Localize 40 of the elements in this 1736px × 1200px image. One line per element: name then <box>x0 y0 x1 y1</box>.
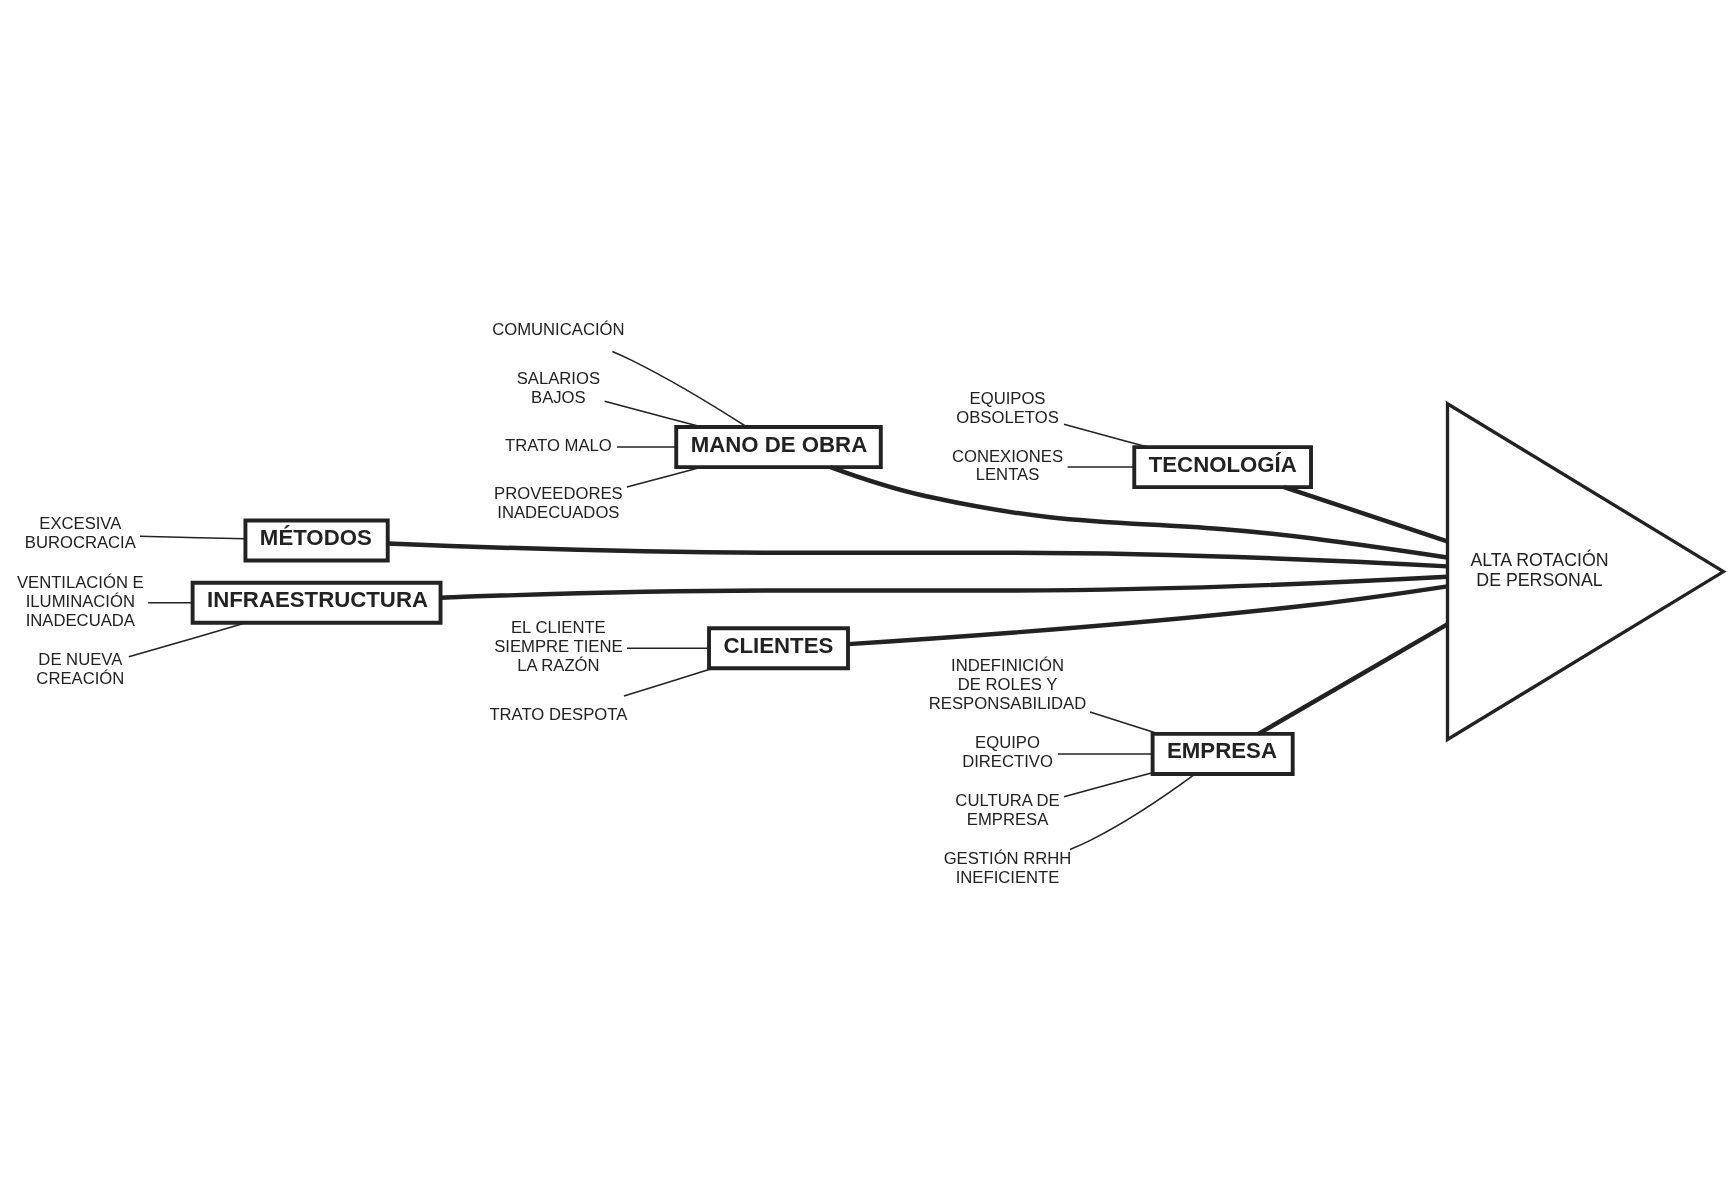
node-box: INFRAESTRUCTURA <box>190 580 443 625</box>
connector <box>139 535 247 540</box>
connector <box>616 445 677 448</box>
node-text: DE NUEVA CREACIÓN <box>36 649 125 688</box>
node-box: MANO DE OBRA <box>674 424 883 469</box>
connector <box>1089 710 1160 735</box>
connector <box>626 465 703 488</box>
node-text: COMUNICACIÓN <box>492 319 625 339</box>
connector <box>611 350 748 428</box>
connector <box>847 583 1448 646</box>
node-box: MÉTODOS <box>243 518 390 562</box>
connector <box>829 464 1448 560</box>
node-text: CONEXIONES LENTAS <box>951 446 1064 484</box>
node-text: TRATO MALO <box>505 435 612 455</box>
node-box: CLIENTES <box>707 625 850 670</box>
node-text: TRATO DESPOTA <box>489 704 628 724</box>
connector <box>128 621 247 658</box>
connector <box>147 601 194 603</box>
connector <box>387 540 1448 569</box>
node-text: GESTIÓN RRHH INEFICIENTE <box>943 848 1072 887</box>
node-text: VENTILACIÓN E ILUMINACIÓN INADECUADA <box>16 572 144 630</box>
connector <box>1257 622 1449 736</box>
node-text: INDEFINICIÓN DE ROLES Y RESPONSABILIDAD <box>928 655 1087 713</box>
connector <box>623 667 714 697</box>
node-text: EXCESIVA BUROCRACIA <box>24 513 136 552</box>
node-text: SALARIOS BAJOS <box>516 368 601 407</box>
node-box: EMPRESA <box>1150 731 1295 776</box>
node-text: CULTURA DE EMPRESA <box>955 790 1060 829</box>
connector <box>1057 752 1154 755</box>
connector <box>1283 484 1448 543</box>
connector <box>1063 423 1149 448</box>
node-text: EQUIPO DIRECTIVO <box>962 732 1053 771</box>
connector <box>1066 465 1135 468</box>
connector <box>440 574 1448 600</box>
node-text: PROVEEDORES INADECUADOS <box>494 483 623 522</box>
node-text: EL CLIENTE SIEMPRE TIENE LA RAZÓN <box>494 617 623 675</box>
connector <box>1063 771 1154 797</box>
node-box: TECNOLOGÍA <box>1132 444 1313 489</box>
connector <box>626 647 710 649</box>
node-text: EQUIPOS OBSOLETOS <box>956 388 1059 427</box>
